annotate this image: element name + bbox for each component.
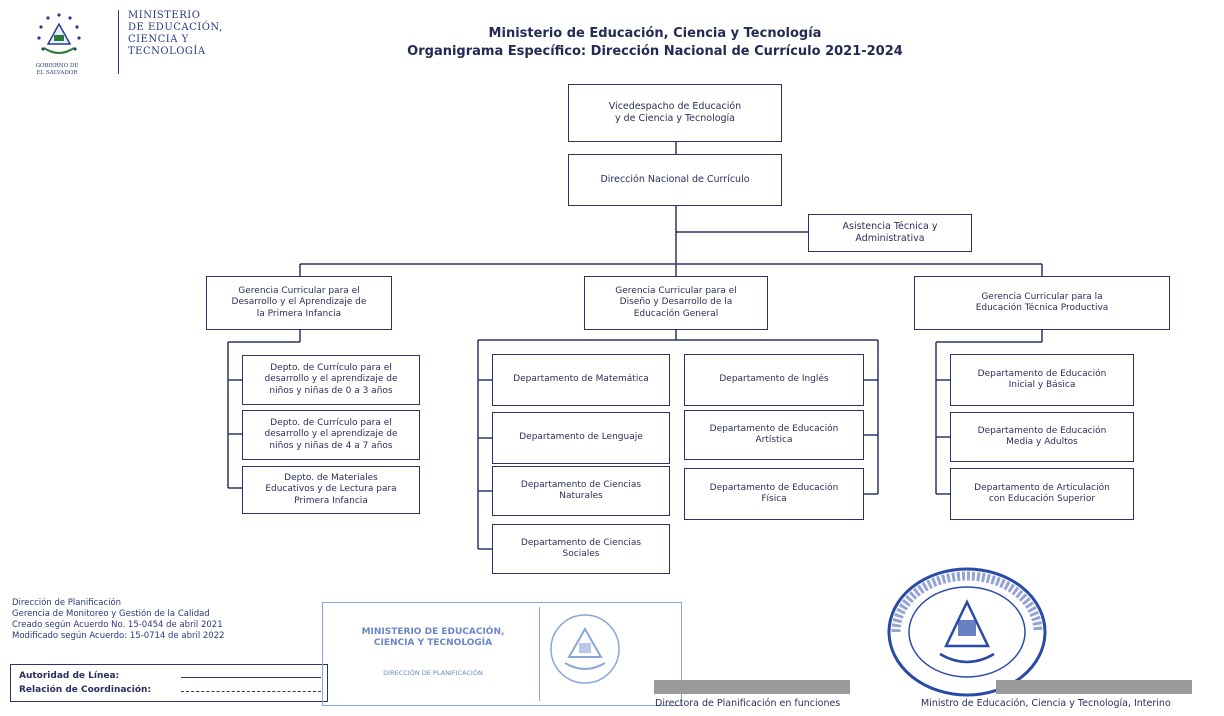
chart-title-line1: Ministerio de Educación, Ciencia y Tecno… (488, 26, 822, 41)
government-caption: GOBIERNO DE EL SALVADOR (35, 63, 79, 76)
node-depto-educacion-inicial-basica: Departamento de Educación Inicial y Bási… (950, 354, 1134, 406)
signature-title-right: Ministro de Educación, Ciencia y Tecnolo… (921, 698, 1171, 709)
ministry-seal (887, 567, 1047, 697)
ministry-logo-name: MINISTERIO DE EDUCACIÓN, CIENCIA Y TECNO… (128, 10, 223, 57)
node-depto-educacion-artistica: Departamento de Educación Artística (684, 410, 864, 460)
chart-title-line2: Organigrama Específico: Dirección Nacion… (407, 44, 903, 59)
legend-authority-label: Autoridad de Línea: (19, 671, 120, 681)
node-asistencia-tecnica: Asistencia Técnica y Administrativa (808, 214, 972, 252)
redacted-name-left (654, 680, 850, 694)
stamp-direction-text: DIRECCIÓN DE PLANIFICACIÓN (383, 669, 483, 677)
footer-line-creado: Creado según Acuerdo No. 15-0454 de abri… (12, 620, 223, 630)
node-depto-materiales-educativos: Depto. de Materiales Educativos y de Lec… (242, 466, 420, 514)
legend-coordination-label: Relación de Coordinación: (19, 685, 152, 695)
node-depto-ciencias-naturales: Departamento de Ciencias Naturales (492, 466, 670, 516)
logo-divider (118, 10, 119, 74)
node-gerencia-primera-infancia: Gerencia Curricular para el Desarrollo y… (206, 276, 392, 330)
node-depto-curriculo-0-3: Depto. de Currículo para el desarrollo y… (242, 355, 420, 405)
footer-line-planificacion: Dirección de Planificación (12, 598, 122, 608)
node-depto-educacion-media-adultos: Departamento de Educación Media y Adulto… (950, 412, 1134, 462)
official-stamp: MINISTERIO DE EDUCACIÓN, CIENCIA Y TECNO… (322, 602, 682, 706)
node-direccion-nacional-curriculo: Dirección Nacional de Currículo (568, 154, 782, 206)
legend-solid-line (181, 677, 321, 678)
node-depto-ingles: Departamento de Inglés (684, 354, 864, 406)
node-gerencia-educacion-tecnica: Gerencia Curricular para la Educación Té… (914, 276, 1170, 330)
node-depto-matematica: Departamento de Matemática (492, 354, 670, 406)
signature-title-left: Directora de Planificación en funciones (655, 698, 841, 709)
footer-line-gerencia: Gerencia de Monitoreo y Gestión de la Ca… (12, 609, 210, 619)
footer-line-modificado: Modificado según Acuerdo: 15-0714 de abr… (12, 631, 225, 641)
stamp-ministry-text: MINISTERIO DE EDUCACIÓN, CIENCIA Y TECNO… (361, 627, 505, 648)
node-vicedespacho: Vicedespacho de Educación y de Ciencia y… (568, 84, 782, 142)
node-gerencia-educacion-general: Gerencia Curricular para el Diseño y Des… (584, 276, 768, 330)
government-coat-of-arms-logo (37, 13, 81, 54)
stamp-divider (539, 607, 540, 701)
legend-dashed-line (181, 691, 321, 692)
node-depto-ciencias-sociales: Departamento de Ciencias Sociales (492, 524, 670, 574)
node-depto-articulacion-superior: Departamento de Articulación con Educaci… (950, 468, 1134, 520)
node-depto-curriculo-4-7: Depto. de Currículo para el desarrollo y… (242, 410, 420, 460)
line-legend: Autoridad de Línea: Relación de Coordina… (10, 664, 328, 702)
redacted-name-right (996, 680, 1192, 694)
node-depto-lenguaje: Departamento de Lenguaje (492, 412, 670, 464)
stamp-coat-of-arms-icon (550, 614, 620, 684)
node-depto-educacion-fisica: Departamento de Educación Física (684, 468, 864, 520)
